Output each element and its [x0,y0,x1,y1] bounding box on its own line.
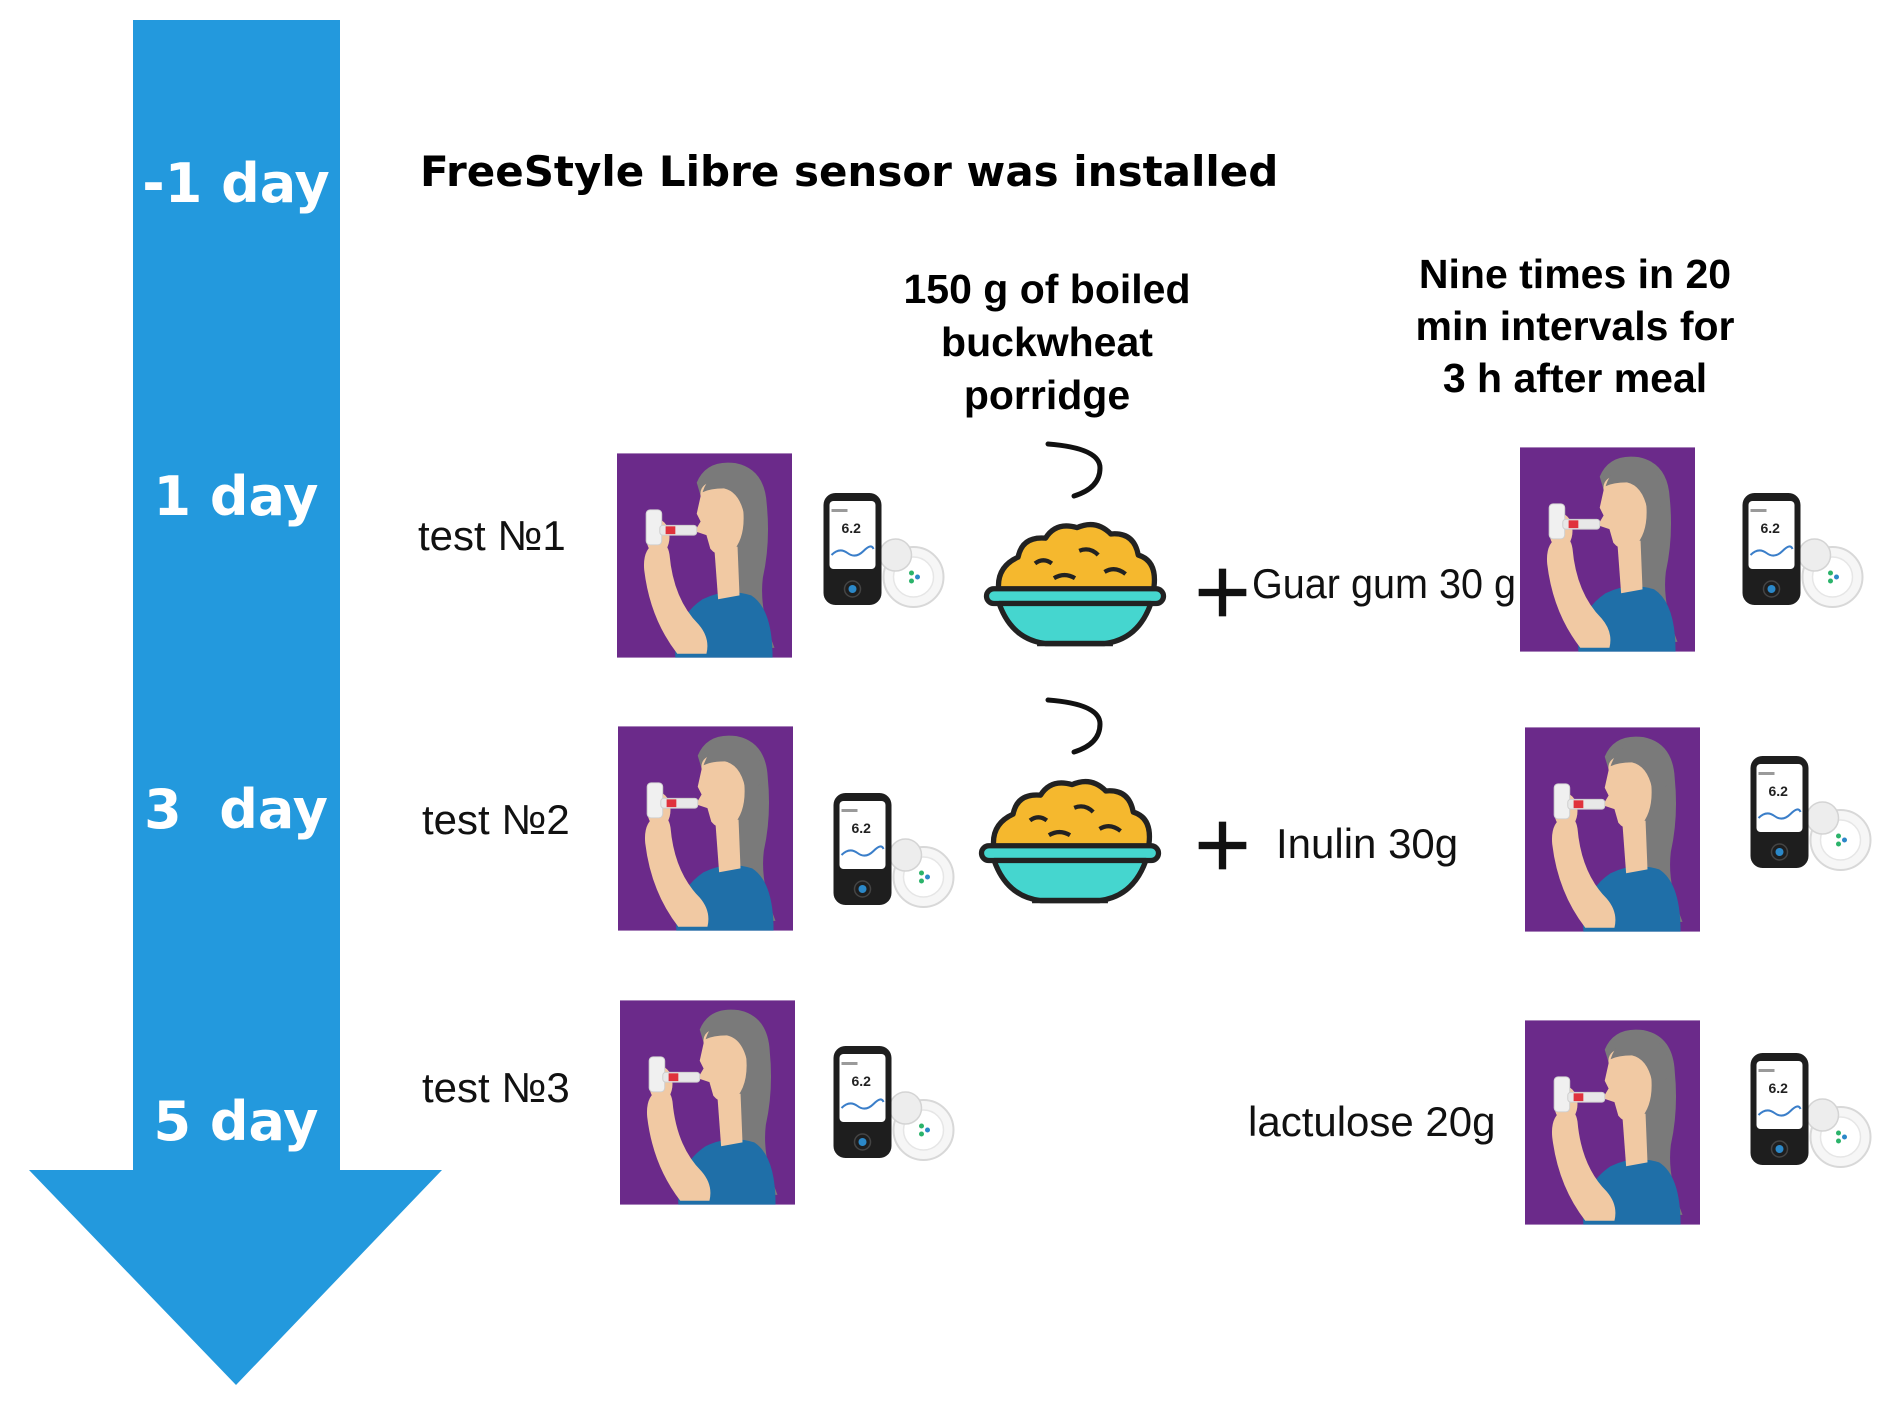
meal-note-line-2: buckwheat [941,319,1153,365]
day-label-minus1: -1 day [142,152,329,215]
plus-icon [1198,821,1247,870]
woman-inhaling-icon [620,1000,795,1205]
measure-note-line-1: Nine times in 20 [1419,251,1731,297]
glucose-reader-icon [832,791,955,909]
porridge-bowl-icon [981,782,1158,901]
timeline-arrow: -1 day 1 day 3 day 5 day [29,20,442,1385]
glucose-reader-icon [832,1044,955,1162]
supplement-label-1: Guar gum 30 g [1252,560,1516,607]
meal-note-line-1: 150 g of boiled [903,266,1190,312]
woman-inhaling-icon [1525,1020,1700,1225]
day-label-1: 1 day [153,465,318,528]
woman-inhaling-icon [1520,447,1695,652]
test-label-3: test №3 [422,1064,570,1111]
test-label-2: test №2 [422,796,570,843]
meal-note-line-3: porridge [964,372,1130,418]
glucose-reader-icon [822,491,945,609]
measure-note-line-3: 3 h after meal [1443,355,1707,401]
woman-inhaling-icon [617,453,792,658]
woman-inhaling-icon [618,726,793,931]
measure-note-line-2: min intervals for [1416,303,1735,349]
day-label-5: 5 day [153,1090,318,1153]
meal-note: 150 g of boiled buckwheat porridge [903,266,1190,418]
glucose-reader-icon [1749,1051,1872,1169]
plus-icon [1198,568,1247,617]
test-label-1: test №1 [418,512,566,559]
steam-icon [1048,444,1100,496]
day-label-3: 3 day [144,778,328,841]
timeline-arrow-shape [29,20,442,1385]
test-row-2: test №2 Inulin 30g [422,700,1872,932]
glucose-reader-icon [1741,491,1864,609]
test-row-3: test №3 lactulose 20g [422,1000,1872,1225]
woman-inhaling-icon [1525,727,1700,932]
supplement-label-2: Inulin 30g [1276,820,1458,867]
supplement-label-3: lactulose 20g [1248,1098,1496,1145]
measurement-note: Nine times in 20 min intervals for 3 h a… [1416,251,1735,401]
steam-icon [1048,700,1100,752]
porridge-bowl-icon [986,525,1163,644]
test-row-1: test №1 Guar gum 30 g [418,444,1864,658]
glucose-reader-icon [1749,754,1872,872]
sensor-installed-heading: FreeStyle Libre sensor was installed [420,147,1278,196]
